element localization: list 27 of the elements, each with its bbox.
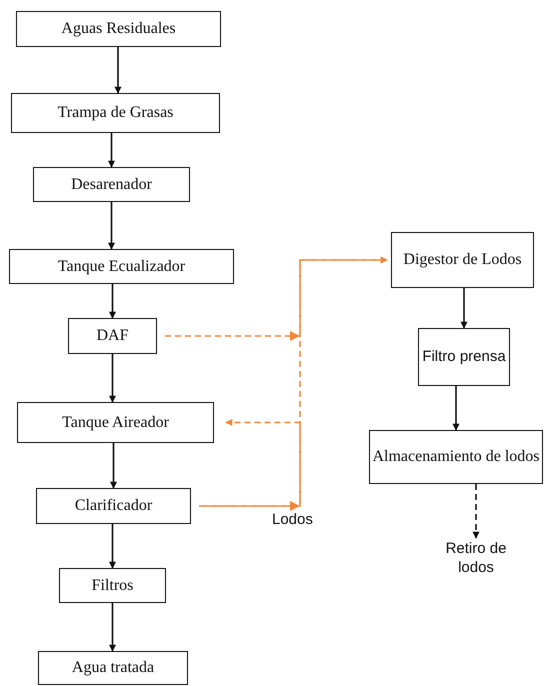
arrow: [108, 202, 115, 250]
arrow: [109, 284, 116, 319]
arrow: [109, 524, 116, 569]
process-box: Tanque Aireador: [17, 402, 214, 443]
process-box: Desarenador: [33, 167, 190, 202]
dashed-arrow: [199, 256, 388, 507]
process-box: Trampa de Grasas: [11, 93, 220, 133]
arrow: [452, 386, 460, 431]
process-box: Tanque Ecualizador: [9, 249, 234, 284]
arrow: [114, 47, 122, 94]
process-box: Aguas Residuales: [16, 11, 221, 47]
process-box: Filtro prensa: [418, 328, 510, 386]
annotation: Lodos: [272, 511, 313, 528]
arrow: [110, 443, 117, 489]
process-box: Filtros: [59, 568, 166, 603]
arrow: [109, 354, 116, 403]
process-box: Clarificador: [36, 488, 191, 524]
process-box: DAF: [68, 318, 157, 354]
dashed-arrow: [203, 419, 301, 507]
arrow: [109, 603, 116, 652]
process-box: Digestor de Lodos: [391, 232, 534, 288]
arrow: [108, 133, 115, 168]
dashed-arrow: [472, 484, 480, 539]
process-box: Almacenamiento de lodos: [369, 430, 543, 484]
arrow: [460, 288, 468, 329]
node-text: Retiro de lodos: [428, 538, 524, 580]
process-box: Agua tratada: [38, 651, 188, 685]
